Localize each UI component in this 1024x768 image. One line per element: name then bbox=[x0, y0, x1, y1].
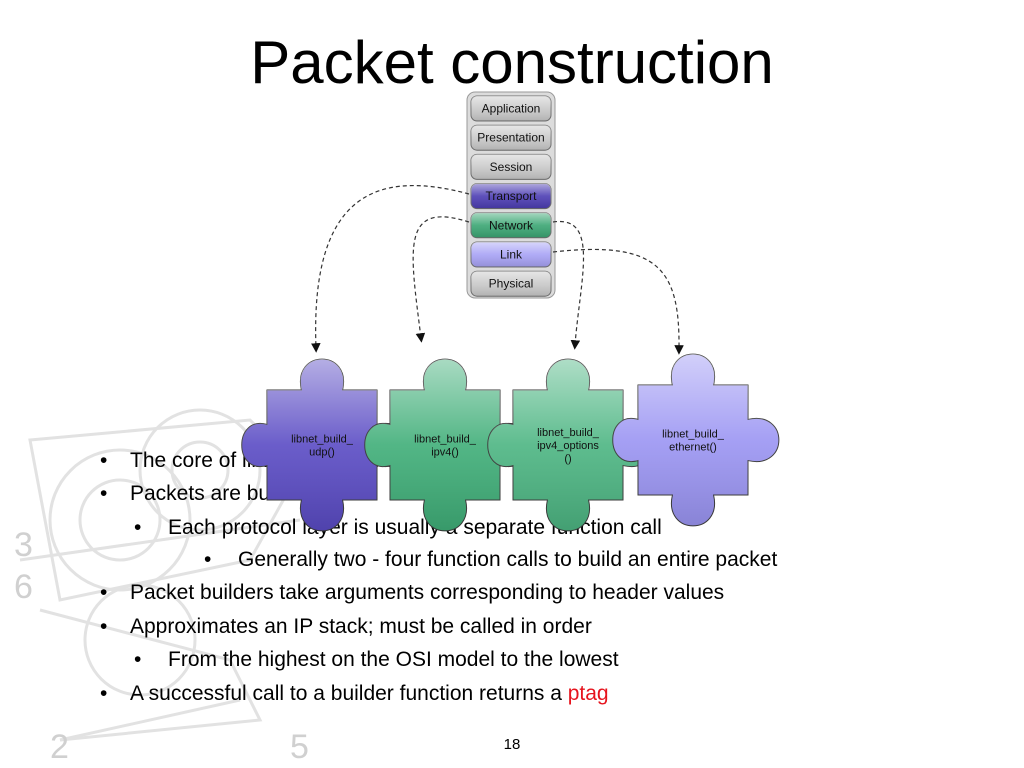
osi-layer-label: Transport bbox=[486, 189, 538, 203]
puzzle-piece: libnet_build_ipv4() bbox=[364, 358, 532, 532]
osi-layer-gloss bbox=[471, 212, 551, 238]
bullet-text: A successful call to a builder function … bbox=[130, 682, 568, 705]
puzzle-piece: libnet_build_ipv4_options() bbox=[487, 358, 655, 532]
osi-layer-gloss bbox=[471, 242, 551, 267]
bullet-item: • A successful call to a builder function… bbox=[100, 682, 609, 706]
puzzle-piece-label: ipv4() bbox=[431, 447, 459, 459]
osi-layer-link: Link bbox=[470, 241, 552, 268]
osi-layer-gloss bbox=[471, 96, 551, 121]
puzzle-piece-gloss bbox=[364, 359, 531, 531]
bullet-dot: • bbox=[134, 516, 142, 539]
bullet-item-sub: • From the highest on the OSI model to th… bbox=[134, 648, 619, 672]
osi-layer-label: Presentation bbox=[477, 131, 544, 145]
watermark-number: 3 bbox=[14, 526, 33, 564]
watermark-number: 5 bbox=[290, 728, 309, 766]
arrow-network-ipv4-options bbox=[552, 220, 585, 350]
arrow-network-ipv4 bbox=[412, 216, 470, 343]
bullet-text: Approximates an IP stack; must be called… bbox=[130, 615, 592, 638]
puzzle-piece-label: udp() bbox=[309, 447, 335, 459]
puzzle-piece-label: libnet_build_ bbox=[414, 434, 477, 446]
bullet-text: From the highest on the OSI model to the… bbox=[168, 648, 619, 671]
connector-arrows bbox=[311, 184, 684, 355]
arrow-transport-udp bbox=[311, 184, 470, 353]
watermark-number: 6 bbox=[14, 568, 33, 606]
bullet-item: • Packet builders take arguments correspo… bbox=[100, 581, 725, 605]
slide-title: Packet construction bbox=[250, 29, 774, 96]
osi-layer-label: Network bbox=[489, 218, 534, 232]
ptag-highlight: ptag bbox=[567, 682, 609, 705]
osi-layer-transport: Transport bbox=[470, 183, 552, 210]
puzzle-piece-label: libnet_build_ bbox=[662, 429, 725, 441]
osi-layer-physical: Physical bbox=[470, 270, 552, 297]
bullet-dot: • bbox=[204, 548, 212, 571]
osi-layer-label: Link bbox=[500, 248, 523, 262]
bullet-dot: • bbox=[100, 581, 108, 604]
bullet-item-sub: • Each protocol layer is usually a separa… bbox=[134, 516, 662, 540]
bullet-text: Packet builders take arguments correspon… bbox=[130, 581, 725, 604]
osi-layer-gloss bbox=[471, 154, 551, 180]
osi-layer-gloss bbox=[471, 271, 551, 297]
bullet-dot: • bbox=[100, 482, 108, 505]
puzzle-piece-label: libnet_build_ bbox=[537, 427, 600, 439]
osi-layer-presentation: Presentation bbox=[470, 124, 552, 151]
bullet-item-subsub: • Generally two - four function calls to … bbox=[204, 548, 778, 572]
osi-layer-gloss bbox=[471, 125, 551, 151]
bullet-text: Generally two - four function calls to b… bbox=[238, 548, 778, 571]
bullet-dot: • bbox=[134, 648, 142, 671]
puzzle-piece-label: () bbox=[564, 453, 571, 465]
puzzle-piece: libnet_build_udp() bbox=[241, 358, 409, 532]
puzzle-piece-label: ethernet() bbox=[669, 442, 717, 454]
osi-layer-session: Session bbox=[470, 153, 552, 180]
osi-layer-label: Physical bbox=[489, 277, 534, 291]
puzzle-piece-gloss bbox=[241, 359, 408, 531]
bullet-item: • Approximates an IP stack; must be calle… bbox=[100, 615, 592, 639]
puzzle-piece: libnet_build_ethernet() bbox=[612, 353, 780, 527]
bullet-dot: • bbox=[100, 615, 108, 638]
osi-layer-label: Application bbox=[482, 102, 541, 116]
arrow-link-ethernet bbox=[552, 248, 684, 355]
puzzle-piece-gloss bbox=[612, 354, 779, 526]
puzzle-piece-gloss bbox=[487, 359, 654, 531]
puzzle-piece-label: ipv4_options bbox=[537, 440, 599, 452]
bullet-text: Each protocol layer is usually a separat… bbox=[168, 516, 662, 539]
bullet-dot: • bbox=[100, 449, 108, 472]
osi-layer-network: Network bbox=[470, 212, 552, 239]
osi-layer-application: Application bbox=[470, 95, 552, 122]
osi-layer-gloss bbox=[471, 183, 551, 209]
watermark-number: 2 bbox=[50, 728, 69, 766]
puzzle-piece-label: libnet_build_ bbox=[291, 434, 354, 446]
osi-layer-label: Session bbox=[490, 160, 533, 174]
bullet-dot: • bbox=[100, 682, 108, 705]
page-number: 18 bbox=[503, 736, 521, 753]
